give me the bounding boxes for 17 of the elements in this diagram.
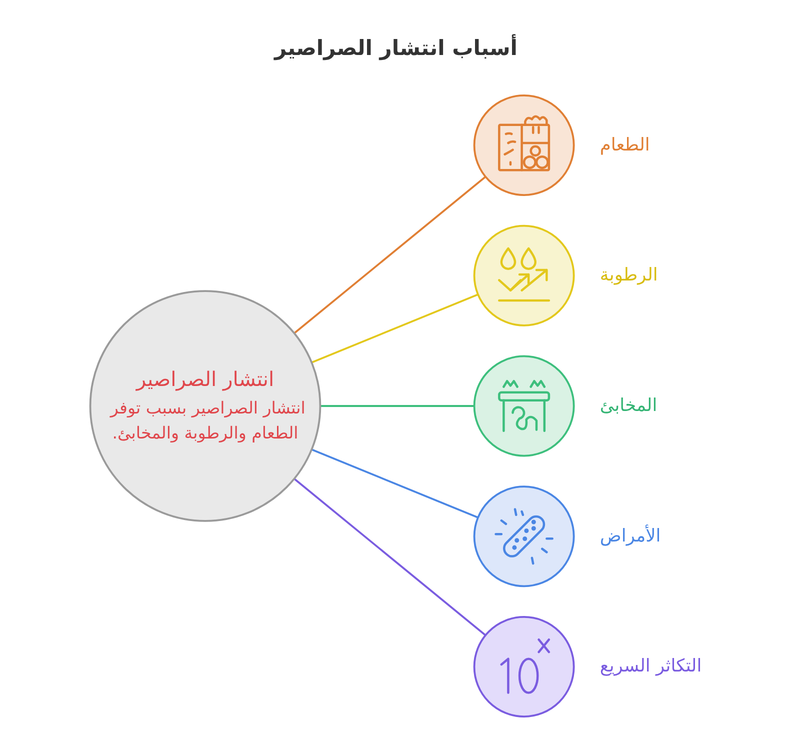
node-circle	[473, 486, 575, 588]
connector	[294, 176, 486, 334]
connector	[294, 478, 486, 636]
category-label: الرطوبة	[600, 266, 658, 286]
node-circle	[473, 224, 575, 326]
connector	[320, 405, 474, 407]
node-circle: انتشار الصراصير انتشار الصراصير بسبب توفر الطعام والرطوبة والمخابئ.	[89, 290, 322, 522]
connector	[311, 448, 478, 518]
category-label: الأمراض	[600, 526, 661, 546]
node-circle	[473, 355, 575, 457]
node-circle	[473, 94, 575, 196]
category-label: المخابئ	[600, 396, 658, 416]
diagram-title: أسباب انتشار الصراصير	[274, 36, 518, 60]
node-circle	[473, 616, 575, 718]
connector	[311, 294, 478, 364]
category-label: الطعام	[600, 135, 650, 156]
category-label: التكاثر السريع	[600, 656, 702, 677]
